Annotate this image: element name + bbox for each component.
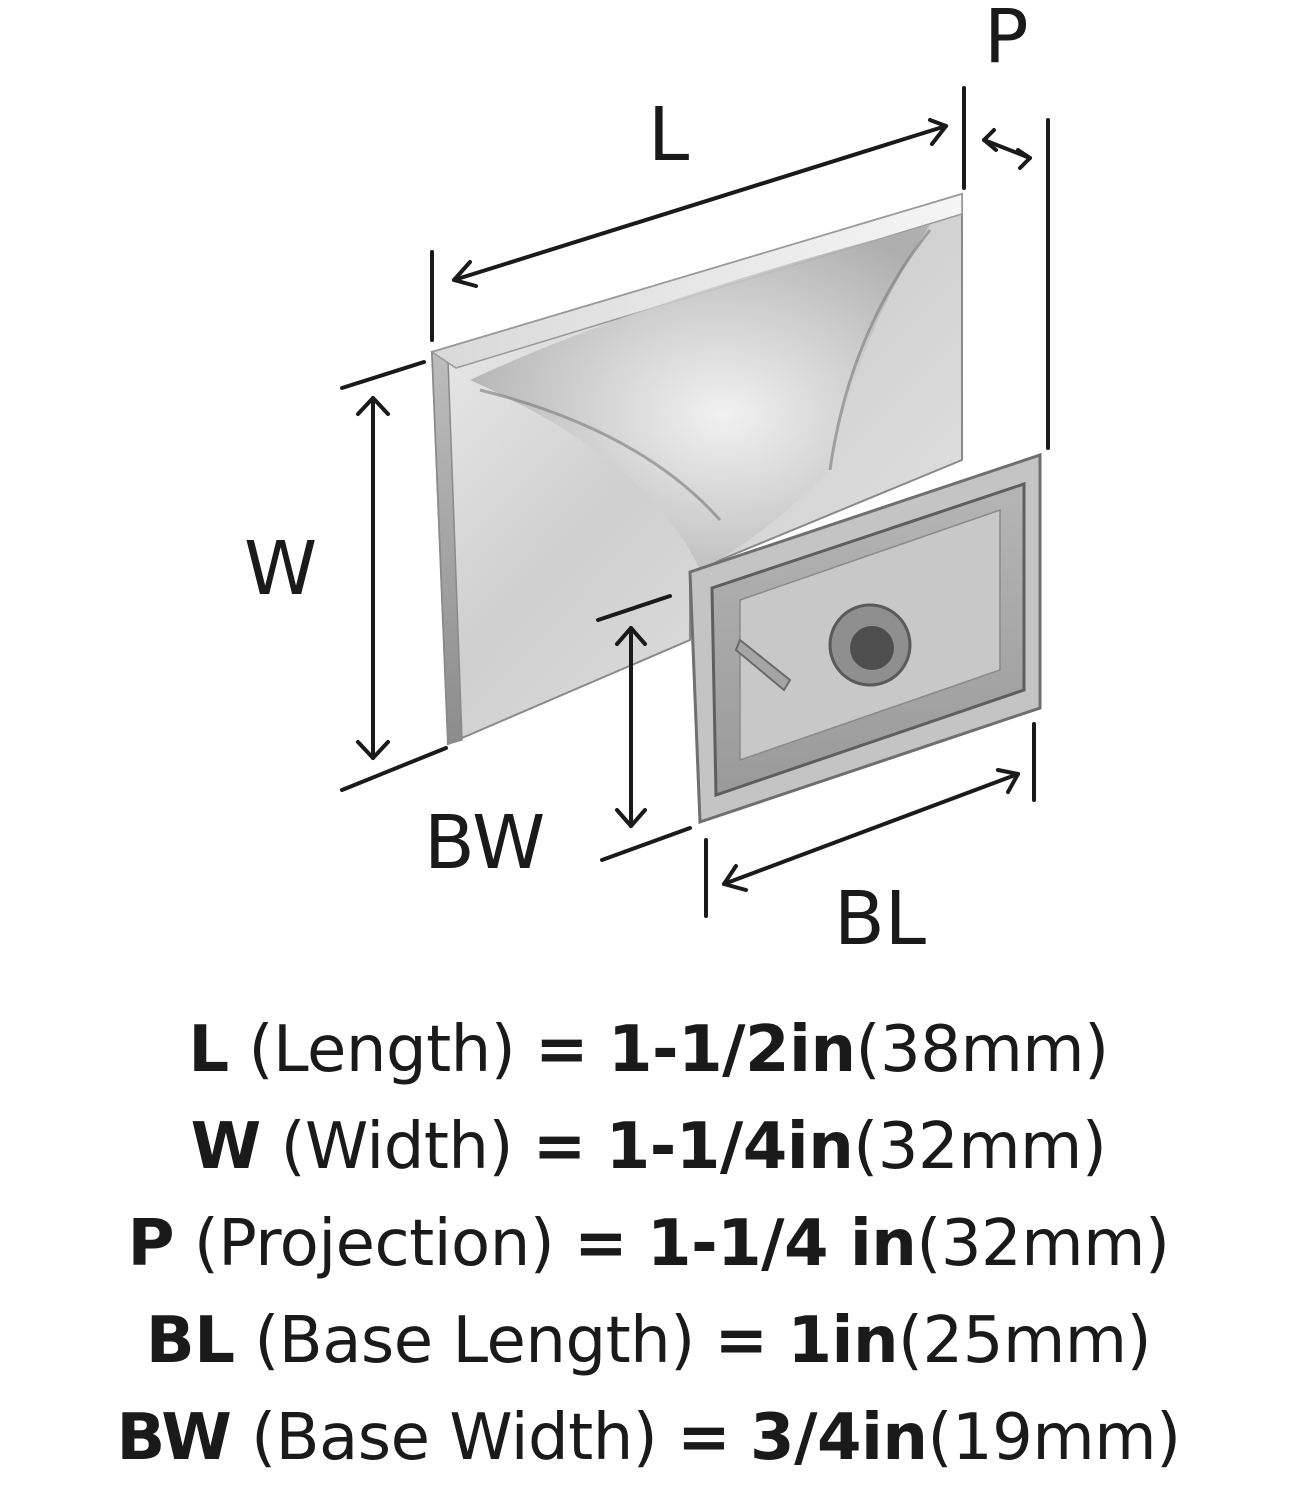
BW-arrowhead-top (615, 626, 647, 646)
spec-metric: (25mm) (898, 1304, 1152, 1378)
spec-imperial: 1-1/4 in (647, 1207, 917, 1281)
spec-equals: = (677, 1401, 731, 1475)
P-arrowhead-left (982, 128, 998, 152)
spec-name: (Base Width) (251, 1401, 658, 1475)
dimension-P: P (982, 0, 1050, 450)
knob-top-rim (430, 192, 963, 369)
spec-equals: = (574, 1207, 628, 1281)
spec-equals: = (535, 1013, 589, 1087)
spec-metric: (32mm) (916, 1207, 1170, 1281)
W-extension-bottom (340, 746, 448, 792)
dimension-diagram: L P W BW BL (244, 0, 1050, 962)
BL-arrowhead-right (996, 768, 1020, 794)
W-arrowhead-bottom (356, 740, 390, 760)
L-arrowhead-left (452, 260, 478, 288)
L-label: L (648, 92, 689, 178)
spec-row-base-width: BW (Base Width) = 3/4in(19mm) (0, 1390, 1297, 1487)
spec-name: (Projection) (193, 1207, 555, 1281)
base-pin (734, 638, 792, 692)
spec-code: P (127, 1207, 175, 1281)
spec-code: L (188, 1013, 229, 1087)
spec-metric: (32mm) (853, 1110, 1107, 1184)
BL-arrowhead-left (722, 864, 748, 892)
spec-row-width: W (Width) = 1-1/4in(32mm) (0, 1099, 1297, 1196)
BW-arrowhead-bottom (615, 808, 647, 828)
dimension-L: L (430, 86, 966, 342)
spec-name: (Width) (280, 1110, 514, 1184)
spec-metric: (19mm) (927, 1401, 1181, 1475)
knob-illustration (430, 192, 1042, 825)
spec-metric: (38mm) (855, 1013, 1110, 1087)
knob-dish-crease-2 (828, 229, 932, 471)
dimension-spec-list: L (Length) = 1-1/2in(38mm) W (Width) = 1… (0, 1002, 1297, 1487)
L-arrowhead-right (928, 118, 948, 146)
W-label: W (244, 526, 317, 612)
spec-code: W (190, 1110, 262, 1184)
knob-dish-crease (479, 388, 722, 521)
spec-code: BL (145, 1304, 235, 1378)
spec-code: BW (116, 1401, 232, 1475)
dimension-BL: BL (704, 722, 1036, 962)
BL-arrow-line (722, 772, 1020, 886)
W-arrowhead-top (356, 396, 390, 416)
spec-imperial: 1-1/2in (608, 1013, 856, 1087)
dimension-BW: BW (424, 594, 692, 886)
dimension-W: W (244, 360, 448, 792)
BW-extension-bottom (600, 826, 692, 862)
spec-equals: = (532, 1110, 587, 1184)
P-arrowhead-right (1016, 148, 1032, 170)
knob-concave-dish (470, 225, 930, 570)
BL-label: BL (834, 876, 926, 962)
screw-boss-hole (850, 626, 894, 670)
BW-label: BW (424, 800, 545, 886)
spec-row-base-length: BL (Base Length) = 1in(25mm) (0, 1293, 1297, 1390)
spec-imperial: 3/4in (750, 1401, 928, 1475)
BW-extension-top (596, 594, 672, 622)
spec-row-length: L (Length) = 1-1/2in(38mm) (0, 1002, 1297, 1099)
spec-row-projection: P (Projection) = 1-1/4 in(32mm) (0, 1196, 1297, 1293)
P-label: P (984, 0, 1029, 80)
spec-equals: = (714, 1304, 769, 1378)
spec-imperial: 1in (787, 1304, 899, 1378)
spec-name: (Length) (248, 1013, 516, 1087)
spec-name: (Base Length) (254, 1304, 695, 1378)
W-extension-top (340, 360, 426, 390)
spec-imperial: 1-1/4in (605, 1110, 854, 1184)
L-arrow-line (452, 124, 948, 282)
